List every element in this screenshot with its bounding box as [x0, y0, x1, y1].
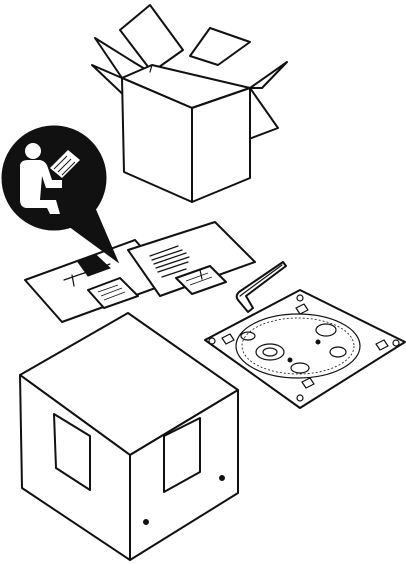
- box-back-right-flap: [190, 28, 250, 65]
- read-manual-icon: [2, 126, 118, 262]
- closed-box-icon: [20, 313, 238, 560]
- open-cardboard-box-icon: [92, 5, 287, 202]
- document-booklet-icon: [25, 222, 255, 322]
- box-right-face: [192, 88, 250, 202]
- person-head: [25, 143, 41, 159]
- box-right-flap: [250, 62, 287, 88]
- callout-circle: [2, 126, 106, 230]
